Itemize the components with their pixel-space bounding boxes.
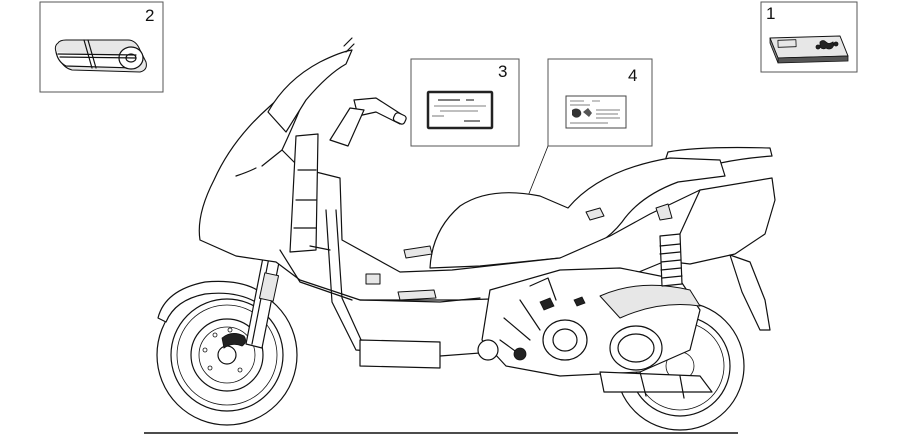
callout-box-3[interactable]: 3 [410,58,520,147]
scooter-drawing [144,37,776,434]
callout-box-4[interactable]: 4 [547,58,653,147]
exhaust-pipe [599,371,713,393]
rear-shock [659,233,683,287]
windshield [267,49,353,133]
callout-box-2[interactable]: 2 [39,1,164,93]
callout-3-number: 3 [498,62,507,81]
id-label-icon [426,90,494,130]
callout-box-1[interactable]: 1 [760,1,858,73]
mirror-stalk [343,37,355,53]
decal-kit-icon [769,35,849,64]
steering-column [289,133,319,253]
callout-2-number: 2 [145,6,154,25]
warning-label-icon [565,95,627,129]
decal-roll-icon [54,39,147,73]
handlebar [329,97,407,147]
callout-4-number: 4 [628,66,637,85]
frame-tubes [325,209,521,369]
engine-assembly [477,267,701,377]
seat [429,157,726,269]
callout-4-frame [547,58,653,147]
callout-1-number: 1 [766,4,775,23]
rear-fender [729,254,771,331]
